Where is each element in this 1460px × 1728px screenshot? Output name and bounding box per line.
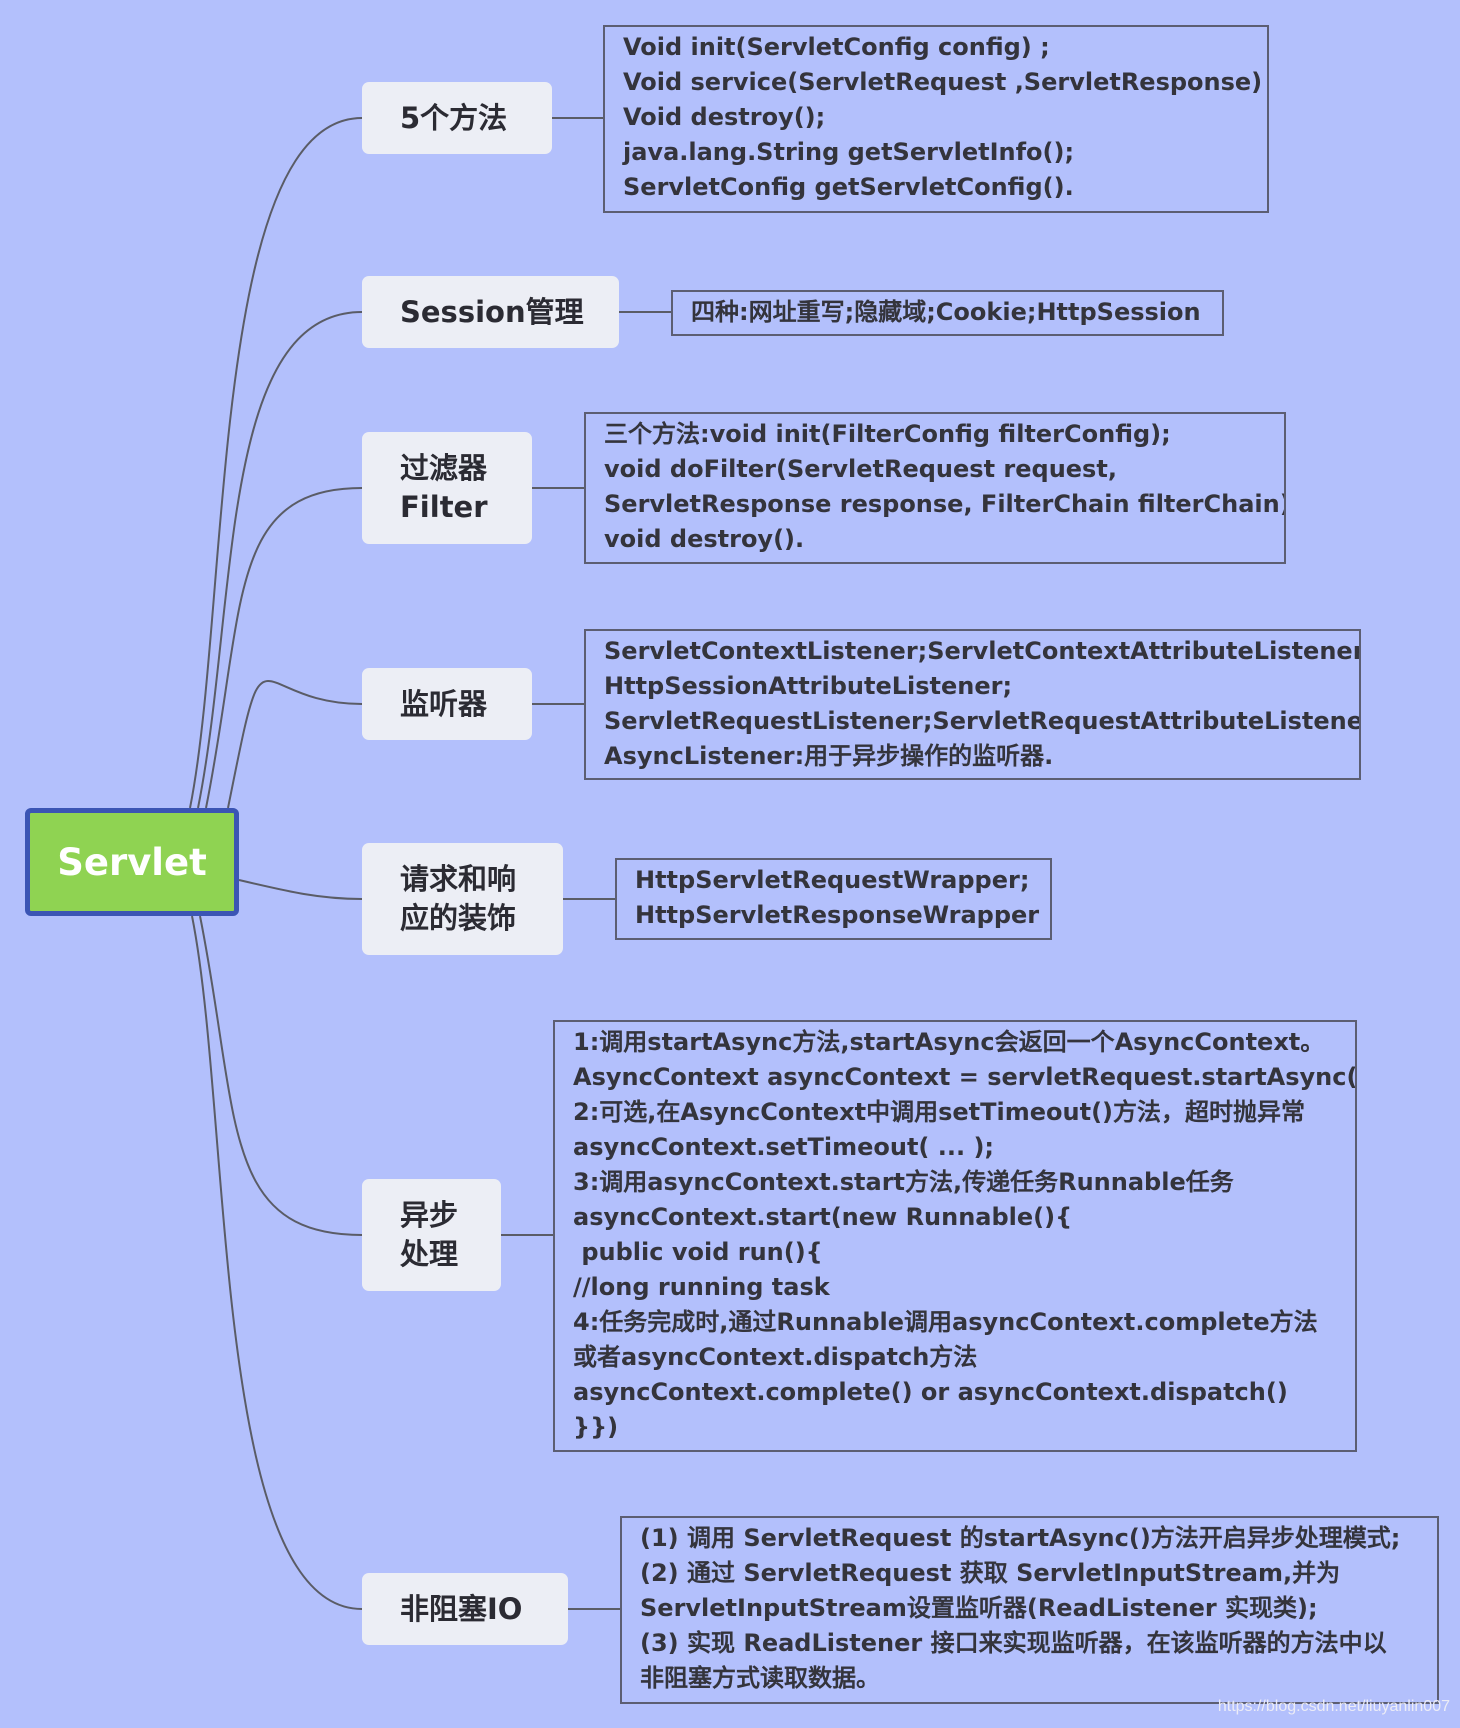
- branch-connector: [197, 311, 363, 809]
- detail-line: (1) 调用 ServletRequest 的startAsync()方法开启异…: [640, 1524, 1401, 1552]
- detail-line: AsyncContext asyncContext = servletReque…: [573, 1063, 1357, 1091]
- detail-line: ServletContextListener;ServletContextAtt…: [604, 637, 1361, 665]
- detail-nio: (1) 调用 ServletRequest 的startAsync()方法开启异…: [620, 1516, 1439, 1704]
- topic-filter: 过滤器 Filter: [362, 432, 532, 544]
- topic-async: 异步处理: [362, 1179, 501, 1291]
- detail-line: (2) 通过 ServletRequest 获取 ServletInputStr…: [640, 1559, 1341, 1587]
- detail-line: HttpServletRequestWrapper;: [635, 866, 1030, 894]
- branch-connector: [189, 117, 363, 809]
- topic-label-line: 异步: [400, 1198, 459, 1232]
- topic-label-line: Filter: [400, 490, 488, 524]
- detail-wrapper: HttpServletRequestWrapper; HttpServletRes…: [615, 858, 1052, 940]
- detail-line: 非阻塞方式读取数据。: [640, 1664, 880, 1692]
- detail-line: ServletInputStream设置监听器(ReadListener 实现类…: [640, 1594, 1318, 1622]
- topic-label-line: Session管理: [400, 294, 584, 329]
- root-node-servlet: Servlet: [25, 808, 239, 916]
- topic-label-line: 请求和响: [400, 862, 517, 896]
- detail-line: java.lang.String getServletInfo();: [623, 138, 1075, 166]
- topic-five-methods: 5个方法: [362, 82, 552, 154]
- detail-line: }}): [573, 1413, 619, 1441]
- detail-line: asyncContext.complete() or asyncContext.…: [573, 1378, 1288, 1406]
- detail-line: 3:调用asyncContext.start方法,传递任务Runnable任务: [573, 1168, 1234, 1196]
- detail-line: 2:可选,在AsyncContext中调用setTimeout()方法，超时抛异…: [573, 1098, 1306, 1126]
- detail-line: Void init(ServletConfig config) ;: [623, 33, 1050, 61]
- detail-line: 三个方法:void init(FilterConfig filterConfig…: [604, 420, 1171, 448]
- topic-label-line: 过滤器: [400, 451, 488, 485]
- topic-wrapper: 请求和响应的装饰: [362, 843, 563, 955]
- detail-line: ServletResponse response, FilterChain fi…: [604, 490, 1286, 518]
- detail-session: 四种:网址重写;隐藏域;Cookie;HttpSession: [671, 290, 1224, 336]
- detail-line: HttpSessionAttributeListener;: [604, 672, 1013, 700]
- topic-label-line: 应的装饰: [400, 901, 517, 935]
- detail-line: 四种:网址重写;隐藏域;Cookie;HttpSession: [691, 298, 1201, 326]
- detail-async: 1:调用startAsync方法,startAsync会返回一个AsyncCon…: [553, 1020, 1357, 1452]
- branch-connector: [227, 680, 363, 809]
- branch-connector: [199, 915, 363, 1236]
- detail-line: asyncContext.setTimeout( ... );: [573, 1133, 995, 1161]
- topic-session: Session管理: [362, 276, 619, 348]
- detail-five-methods: Void init(ServletConfig config) ; Void se…: [603, 25, 1269, 213]
- topic-nio: 非阻塞IO: [362, 1573, 568, 1645]
- detail-line: AsyncListener:用于异步操作的监听器.: [604, 742, 1054, 770]
- detail-listener: ServletContextListener;ServletContextAtt…: [584, 629, 1361, 780]
- branch-connector: [238, 879, 363, 900]
- watermark: https://blog.csdn.net/liuyanlin007: [1217, 1698, 1450, 1715]
- detail-line: void destroy().: [604, 525, 805, 553]
- detail-line: //long running task: [573, 1273, 830, 1301]
- branch-connector: [205, 487, 363, 809]
- detail-line: Void destroy();: [623, 103, 826, 131]
- detail-line: Void service(ServletRequest ,ServletResp…: [623, 68, 1269, 96]
- detail-line: public void run(){: [573, 1238, 823, 1266]
- detail-line: 1:调用startAsync方法,startAsync会返回一个AsyncCon…: [573, 1028, 1325, 1056]
- detail-line: ServletRequestListener;ServletRequestAtt…: [604, 707, 1361, 735]
- topic-label-line: 监听器: [400, 686, 488, 721]
- detail-line: (3) 实现 ReadListener 接口来实现监听器，在该监听器的方法中以: [640, 1629, 1387, 1657]
- detail-filter: 三个方法:void init(FilterConfig filterConfig…: [584, 412, 1286, 564]
- branch-connector: [191, 915, 363, 1610]
- detail-line: ServletConfig getServletConfig().: [623, 173, 1074, 201]
- detail-line: HttpServletResponseWrapper: [635, 901, 1040, 929]
- detail-line: asyncContext.start(new Runnable(){: [573, 1203, 1073, 1231]
- topic-listener: 监听器: [362, 668, 532, 740]
- topic-label-line: 5个方法: [400, 100, 508, 135]
- detail-line: 或者asyncContext.dispatch方法: [573, 1343, 978, 1371]
- topic-label-line: 非阻塞IO: [400, 1591, 523, 1626]
- detail-line: 4:任务完成时,通过Runnable调用asyncContext.complet…: [573, 1308, 1318, 1336]
- topic-label-line: 处理: [400, 1237, 459, 1271]
- detail-line: void doFilter(ServletRequest request,: [604, 455, 1117, 483]
- root-label: Servlet: [57, 840, 207, 884]
